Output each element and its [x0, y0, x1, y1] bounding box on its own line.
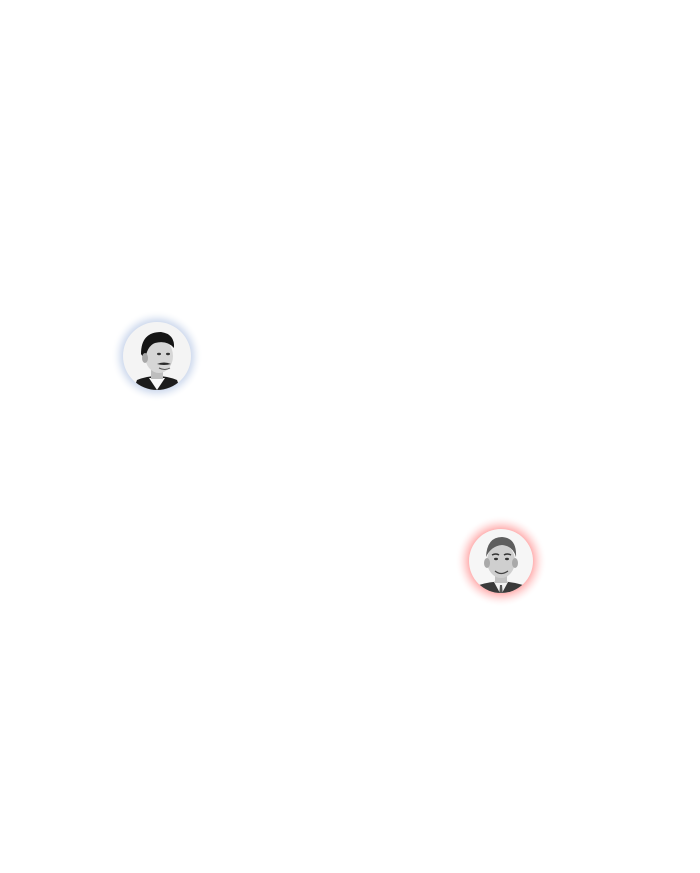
portrait-left[interactable] [111, 310, 203, 402]
person-portrait-icon [111, 310, 203, 402]
portrait-right[interactable] [455, 515, 547, 607]
person-portrait-icon [455, 515, 547, 607]
